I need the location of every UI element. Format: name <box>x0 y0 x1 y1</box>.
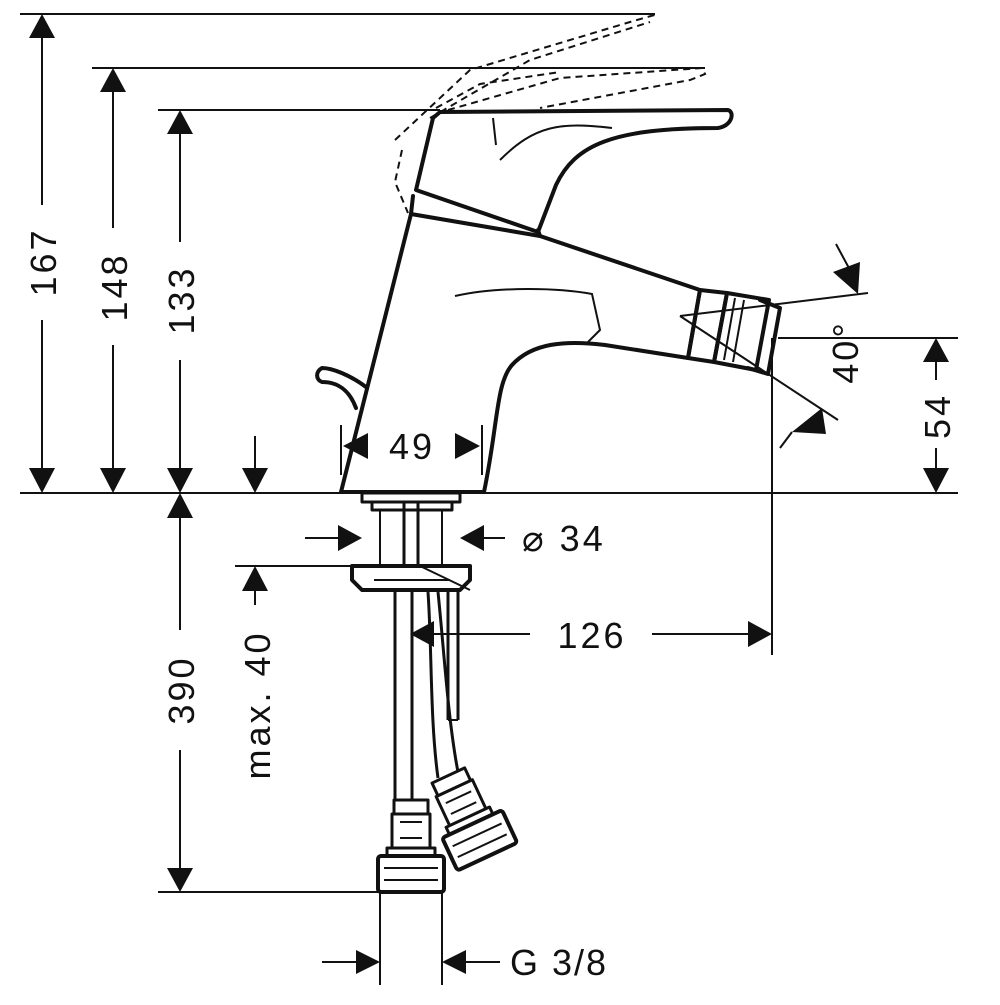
flexible-hoses <box>376 591 519 894</box>
dim-40-degree-label: 40° <box>825 320 866 383</box>
dim-max-40: max. 40 <box>237 436 278 780</box>
dim-49-label: 49 <box>389 426 435 467</box>
dim-390-label: 390 <box>161 655 202 724</box>
extension-lines <box>20 13 958 985</box>
dim-g-3-8: G 3/8 <box>322 942 608 983</box>
dim-diameter-34: ⌀ 34 <box>305 518 606 559</box>
dim-max-40-label: max. 40 <box>237 630 278 779</box>
dim-49: 49 <box>340 425 483 475</box>
dim-133: 133 <box>161 110 202 493</box>
dim-390: 390 <box>161 493 202 892</box>
dim-54-label: 54 <box>917 393 958 439</box>
handle-raised-dashed <box>393 13 707 214</box>
dim-148-label: 148 <box>94 252 135 321</box>
dim-167: 167 <box>23 14 64 493</box>
dim-54: 54 <box>917 338 958 493</box>
dim-148: 148 <box>94 68 135 493</box>
dim-167-label: 167 <box>23 227 64 296</box>
dim-diameter-34-label: ⌀ 34 <box>522 518 606 559</box>
faucet-body <box>315 108 782 494</box>
dim-126-label: 126 <box>557 615 626 656</box>
dim-126: 126 <box>410 615 772 656</box>
dim-g-3-8-label: G 3/8 <box>510 942 608 983</box>
dim-133-label: 133 <box>161 265 202 334</box>
mounting-assembly <box>350 491 472 800</box>
